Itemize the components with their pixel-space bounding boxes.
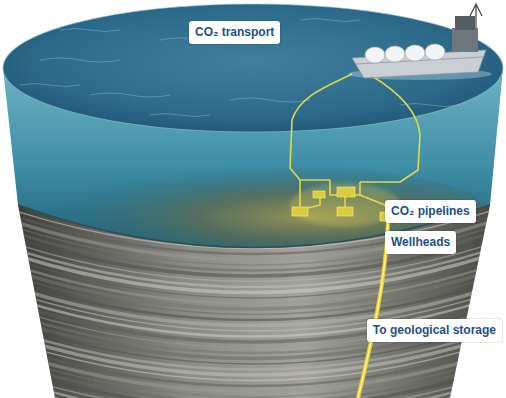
- wave: [40, 58, 120, 62]
- rock-layer: [0, 250, 506, 293]
- deck-house: [452, 28, 478, 52]
- wave: [400, 104, 460, 107]
- wellhead: [292, 207, 308, 216]
- rock-layer: [0, 311, 506, 354]
- wave: [60, 29, 120, 32]
- rock-layer: [0, 300, 506, 343]
- rock-layer: [0, 382, 506, 398]
- rock-layer: [0, 256, 506, 299]
- rock-layers: [0, 206, 506, 398]
- rock-strata: [0, 205, 506, 398]
- rock-layer: [0, 344, 506, 387]
- sea-surface: [3, 4, 503, 132]
- wellheads: [292, 187, 396, 221]
- callout-label: CO₂ transport: [189, 21, 280, 44]
- callout-label: CO₂ pipelines: [385, 200, 476, 223]
- wellhead: [313, 191, 325, 198]
- wellheads: [290, 183, 400, 227]
- wave: [230, 98, 310, 102]
- tank: [405, 45, 425, 61]
- tank: [365, 47, 385, 63]
- wave: [90, 93, 170, 97]
- wave: [20, 84, 80, 87]
- rock-layer: [0, 261, 506, 304]
- callout-label: To geological storage: [367, 319, 502, 342]
- rock-layer: [0, 371, 506, 398]
- manifold: [337, 187, 355, 197]
- surface-rim: [3, 4, 503, 132]
- ship: [365, 44, 445, 63]
- rock-layer: [0, 278, 506, 321]
- rock-layer: [0, 377, 506, 398]
- derrick: [470, 4, 482, 28]
- rock-layer: [0, 223, 506, 266]
- rock-layer: [0, 228, 506, 271]
- bridge: [455, 16, 475, 30]
- injection-well: [358, 221, 388, 398]
- rock-layer: [0, 349, 506, 392]
- wellhead-glow: [290, 183, 400, 227]
- rock-layer: [0, 355, 506, 398]
- callout-label: Wellheads: [385, 231, 456, 254]
- rock-layer: [0, 267, 506, 310]
- surface-ellipse: [3, 4, 503, 132]
- wave: [150, 114, 210, 117]
- rock-layer: [0, 338, 506, 381]
- tank: [385, 46, 405, 62]
- wellhead: [337, 207, 353, 216]
- pipeline: [290, 74, 352, 180]
- tank: [425, 44, 445, 60]
- wave: [300, 19, 360, 22]
- pipeline: [360, 76, 420, 182]
- injection-well-highlight: [358, 221, 388, 398]
- rock-layer: [0, 305, 506, 348]
- rock-layer: [0, 272, 506, 315]
- ship: [348, 4, 492, 80]
- rock-layer: [0, 388, 506, 398]
- rock-layer: [0, 316, 506, 359]
